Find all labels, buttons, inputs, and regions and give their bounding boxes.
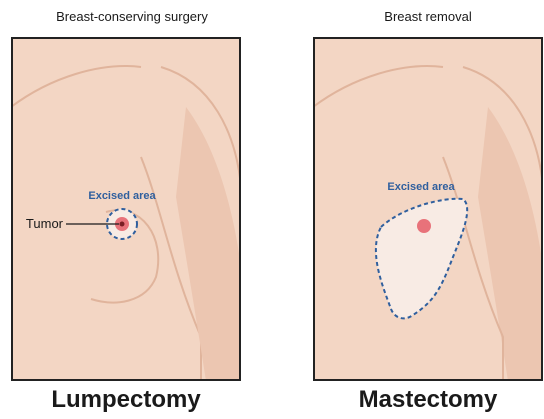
mastectomy-caption: Mastectomy <box>313 386 543 414</box>
tumor-core <box>120 222 125 227</box>
lumpectomy-panel: Excised area Tumor <box>11 37 241 381</box>
tumor-label: Tumor <box>26 216 64 231</box>
lumpectomy-caption: Lumpectomy <box>11 386 241 414</box>
tumor-mark <box>417 219 431 233</box>
left-subtitle: Breast-conserving surgery <box>12 9 252 24</box>
lumpectomy-illustration: Excised area Tumor <box>11 37 241 381</box>
excised-area-label: Excised area <box>387 181 455 193</box>
mastectomy-panel: Excised area <box>313 37 543 381</box>
excised-area-label: Excised area <box>88 190 156 202</box>
mastectomy-illustration: Excised area <box>313 37 543 381</box>
right-subtitle: Breast removal <box>313 9 543 24</box>
